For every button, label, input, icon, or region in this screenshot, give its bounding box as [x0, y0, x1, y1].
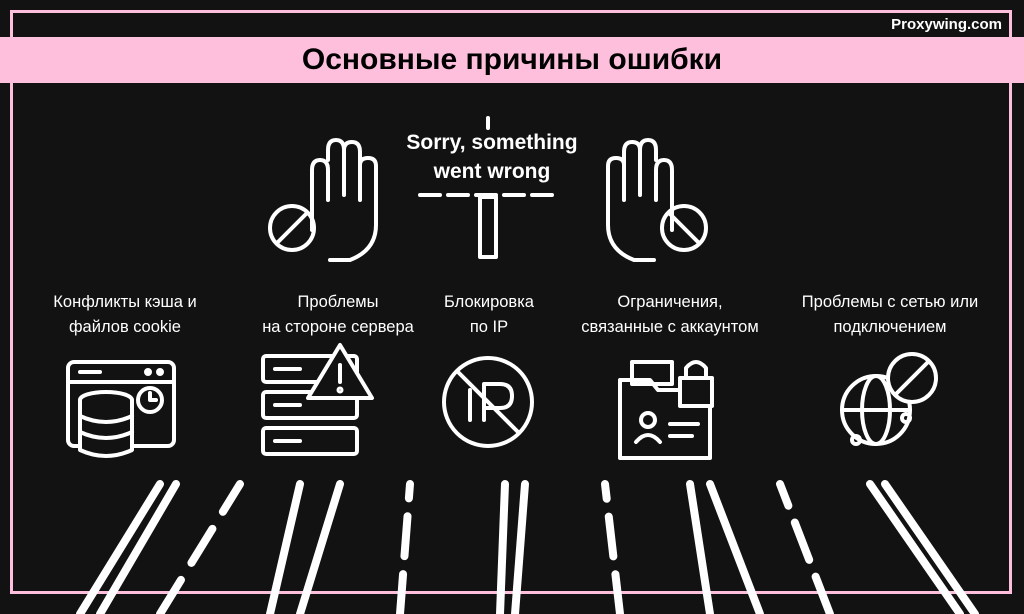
- browser-database-icon: [66, 360, 176, 458]
- sign-line-2: went wrong: [433, 160, 551, 183]
- cause-label: Конфликты кэша и: [53, 293, 197, 311]
- cause-label: Проблемы с сетью или: [801, 293, 979, 311]
- error-sign: Sorry, something went wrong: [383, 128, 601, 186]
- sign-line-1: Sorry, something: [406, 131, 578, 154]
- cause-label: Проблемы: [297, 293, 379, 311]
- road-lines: [76, 480, 979, 614]
- cause-label: подключением: [833, 318, 947, 336]
- cause-label: Ограничения,: [617, 293, 723, 311]
- title-band: Основные причины ошибки: [0, 37, 1024, 83]
- cause-label: файлов cookie: [68, 318, 181, 336]
- network-blocked-icon: [840, 352, 938, 446]
- cause-label: на стороне сервера: [262, 318, 414, 336]
- cause-network: Проблемы с сетью или подключением: [777, 290, 1003, 340]
- brand-label: Proxywing.com: [891, 16, 1002, 33]
- cause-ip-block: Блокировка по IP: [384, 290, 594, 340]
- locked-account-folder-icon: [618, 360, 714, 460]
- sign-board-icon: [418, 116, 562, 259]
- cause-cache-cookies: Конфликты кэша и файлов cookie: [20, 290, 230, 340]
- cause-label: по IP: [469, 318, 509, 336]
- page-title: Основные причины ошибки: [301, 43, 723, 76]
- ip-blocked-icon: [442, 356, 534, 448]
- cause-server: Проблемы на стороне сервера: [233, 290, 443, 340]
- cause-account: Ограничения, связанные с аккаунтом: [560, 290, 780, 340]
- pink-frame: [10, 10, 1012, 594]
- server-warning-icon: [261, 343, 374, 456]
- cause-label: Блокировка: [444, 293, 534, 311]
- cause-label: связанные с аккаунтом: [581, 318, 759, 336]
- stop-hand-left-icon: [268, 138, 378, 262]
- stop-hand-right-icon: [606, 138, 708, 262]
